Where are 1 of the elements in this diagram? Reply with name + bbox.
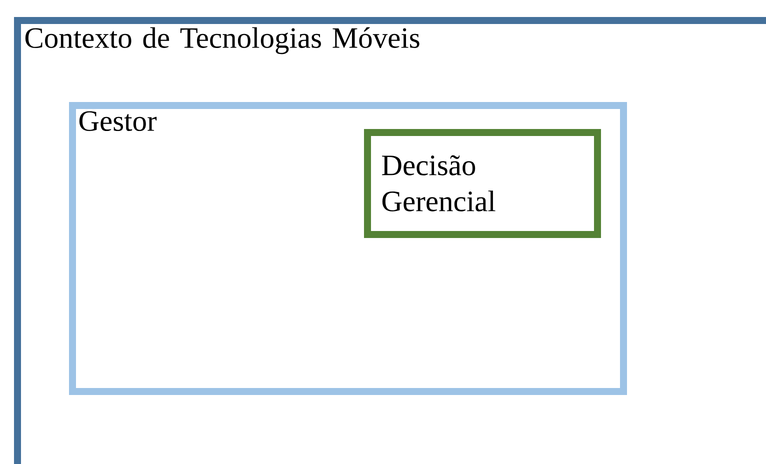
decision-box: Decisão Gerencial xyxy=(364,129,601,238)
